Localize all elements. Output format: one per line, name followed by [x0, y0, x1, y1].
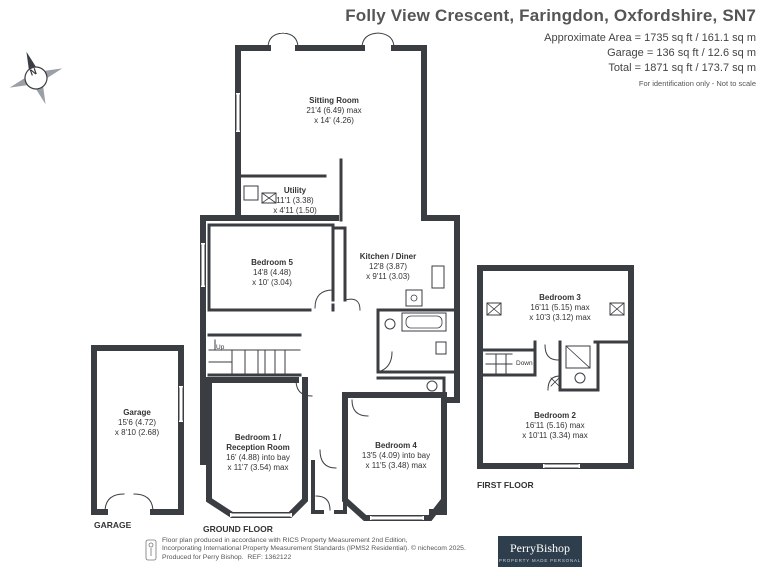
bedroom5-walls — [200, 215, 339, 465]
room-dimension: 16' (4.88) into bay — [226, 453, 290, 462]
room-label-garage: Garage 15'6 (4.72) x 8'10 (2.68) — [115, 408, 159, 438]
room-label-bedroom-3: Bedroom 3 16'11 (5.15) max x 10'3 (3.12)… — [529, 293, 591, 323]
perry-bishop-logo: PerryBishop PROPERTY MADE PERSONAL — [498, 536, 582, 567]
room-name: Bedroom 3 — [539, 293, 581, 302]
room-dimension: x 4'11 (1.50) — [273, 206, 317, 215]
room-name: Bedroom 1 / — [234, 433, 282, 442]
stairs-down-label: Down — [516, 360, 533, 367]
room-name: Bedroom 2 — [534, 411, 576, 420]
garage-walls — [91, 345, 184, 515]
room-name: Bedroom 5 — [251, 258, 293, 267]
compass-rose — [9, 51, 63, 105]
footer-line: Floor plan produced in accordance with R… — [162, 537, 408, 544]
room-name: Utility — [283, 186, 307, 195]
room-name: Sitting Room — [309, 96, 359, 105]
person-icon — [145, 539, 157, 561]
room-dimension: x 11'5 (3.48) max — [365, 461, 427, 470]
garage-area: Garage = 136 sq ft / 12.6 sq m — [607, 47, 756, 59]
room-name: Garage — [123, 408, 151, 417]
identification-note: For identification only - Not to scale — [638, 79, 756, 88]
room-name: Reception Room — [226, 443, 290, 452]
sitting-room-french-door-left — [267, 32, 299, 49]
room-dimension: 21'4 (6.49) max — [306, 106, 362, 115]
stairs-up-label: Up — [216, 344, 225, 351]
footer-produced-for: Produced for Perry Bishop. — [162, 553, 244, 561]
footer-line: Produced for Perry Bishop. REF: 1362122 — [162, 554, 466, 562]
approximate-area: Approximate Area = 1735 sq ft / 161.1 sq… — [544, 32, 756, 44]
first-floor-walls — [477, 265, 634, 469]
room-dimension: 16'11 (5.16) max — [525, 421, 585, 430]
room-dimension: x 10' (3.04) — [252, 278, 292, 287]
room-dimension: 12'8 (3.87) — [368, 262, 407, 271]
room-label-sitting-room: Sitting Room 21'4 (6.49) max x 14' (4.26… — [306, 96, 361, 126]
first-floor-label: FIRST FLOOR — [477, 480, 534, 490]
garage-floor-label: GARAGE — [94, 520, 132, 530]
logo-tagline: PROPERTY MADE PERSONAL — [498, 558, 582, 563]
footer-reference: REF: 1362122 — [247, 553, 292, 561]
room-dimension: x 14' (4.26) — [314, 116, 354, 125]
footer-copyright: © nichecom 2025. — [410, 545, 466, 553]
room-label-bedroom-5: Bedroom 5 14'8 (4.48) x 10' (3.04) — [251, 258, 293, 288]
room-dimension: 13'5 (4.09) into bay — [361, 451, 431, 460]
room-name: Bedroom 4 — [375, 441, 417, 450]
room-label-kitchen-diner: Kitchen / Diner 12'8 (3.87) x 9'11 (3.03… — [360, 252, 416, 282]
footer-disclaimer: Floor plan produced in accordance with R… — [162, 537, 466, 562]
total-area: Total = 1871 sq ft / 173.7 sq m — [608, 62, 756, 74]
page-title: Folly View Crescent, Faringdon, Oxfordsh… — [345, 6, 756, 25]
room-dimension: 14'8 (4.48) — [252, 268, 291, 277]
room-label-bedroom-2: Bedroom 2 16'11 (5.16) max x 10'11 (3.34… — [522, 411, 587, 441]
room-dimension: x 9'11 (3.03) — [366, 272, 410, 281]
room-dimension: x 10'11 (3.34) max — [522, 431, 588, 440]
room-label-utility: Utility 11'1 (3.38) x 4'11 (1.50) — [273, 186, 317, 216]
room-dimension: x 10'3 (3.12) max — [529, 313, 591, 322]
room-name: Kitchen / Diner — [359, 252, 417, 261]
room-dimension: x 11'7 (3.54) max — [227, 463, 289, 472]
ground-floor-label: GROUND FLOOR — [203, 524, 273, 534]
room-label-bedroom-1: Bedroom 1 / Reception Room 16' (4.88) in… — [226, 433, 290, 473]
room-dimension: x 8'10 (2.68) — [114, 428, 160, 437]
logo-brand: PerryBishop — [510, 541, 570, 555]
footer-line: Incorporating International Property Mea… — [162, 545, 466, 553]
sitting-room-french-door-right — [361, 32, 395, 49]
footer-standards: Incorporating International Property Mea… — [162, 545, 410, 553]
room-dimension: 15'6 (4.72) — [118, 418, 156, 427]
room-dimension: 16'11 (5.15) max — [530, 303, 590, 312]
room-label-bedroom-4: Bedroom 4 13'5 (4.09) into bay x 11'5 (3… — [362, 441, 430, 471]
room-dimension: 11'1 (3.38) — [276, 196, 314, 205]
